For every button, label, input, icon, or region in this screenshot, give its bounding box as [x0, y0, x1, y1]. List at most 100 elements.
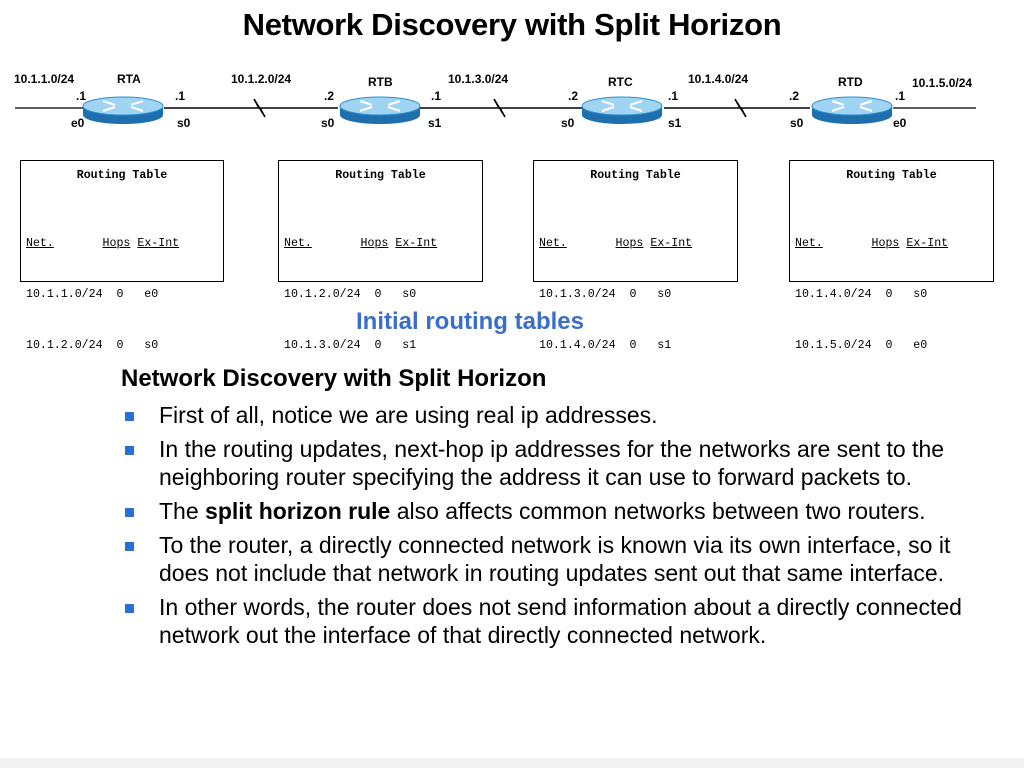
routing-table-rta: Routing Table Net. Hops Ex-Int 10.1.1.0/… [20, 160, 224, 352]
table-row: 10.1.3.0/24 0 s1 [284, 337, 482, 354]
bullet-bold-text: split horizon rule [205, 498, 391, 524]
cell-ex-int: s0 [144, 339, 159, 352]
cell-net: 10.1.3.0/24 [539, 288, 616, 301]
cell-ex-int: e0 [144, 288, 159, 301]
bullet-text-part: In the routing updates, next-hop ip addr… [159, 436, 945, 490]
network-topology-diagram: 10.1.1.0/24 10.1.2.0/24 10.1.3.0/24 10.1… [14, 72, 976, 130]
network-label-1: 10.1.1.0/24 [14, 72, 74, 86]
serial-link-icon [664, 98, 810, 118]
square-bullet-icon [125, 412, 134, 421]
cell-hops: 0 [885, 288, 893, 301]
bullet-text: To the router, a directly connected netw… [159, 532, 950, 586]
serial-link-icon [164, 98, 338, 118]
column-header-net: Net. [795, 237, 823, 250]
serial-link-icon [420, 98, 582, 118]
cell-hops: 0 [374, 339, 382, 352]
routing-table-header: Net. Hops Ex-Int [284, 235, 482, 252]
router-name-rtc: RTC [608, 75, 633, 89]
diagram-caption: Initial routing tables [355, 308, 584, 335]
cell-ex-int: s1 [657, 339, 672, 352]
routing-table-rtd: Routing Table Net. Hops Ex-Int 10.1.4.0/… [789, 160, 994, 352]
if-rta-left: e0 [71, 116, 85, 130]
addr-rtc-left: .2 [568, 89, 578, 103]
network-label-4: 10.1.4.0/24 [688, 72, 748, 86]
bullet-text-part: To the router, a directly connected netw… [159, 532, 951, 586]
column-header-hops: Hops [360, 237, 389, 250]
routing-table-rtc: Routing Table Net. Hops Ex-Int 10.1.3.0/… [533, 160, 738, 352]
cell-net: 10.1.1.0/24 [26, 288, 103, 301]
column-header-ex-int: Ex-Int [650, 237, 693, 250]
router-icon [339, 96, 421, 124]
cell-ex-int: s1 [402, 339, 417, 352]
routing-table-title: Routing Table [846, 169, 937, 182]
routing-table-header: Net. Hops Ex-Int [539, 235, 737, 252]
bullet-text: In the routing updates, next-hop ip addr… [159, 436, 944, 490]
column-header-ex-int: Ex-Int [137, 237, 180, 250]
cell-hops: 0 [374, 288, 382, 301]
column-header-ex-int: Ex-Int [395, 237, 438, 250]
cell-hops: 0 [885, 339, 893, 352]
square-bullet-icon [125, 604, 134, 613]
router-icon [82, 96, 164, 124]
table-row: 10.1.3.0/24 0 s0 [539, 286, 737, 303]
list-item: The split horizon rule also affects comm… [121, 497, 1001, 525]
column-header-ex-int: Ex-Int [906, 237, 949, 250]
cell-ex-int: s0 [913, 288, 928, 301]
addr-rtd-left: .2 [789, 89, 799, 103]
table-row: 10.1.4.0/24 0 s0 [795, 286, 993, 303]
cell-net: 10.1.3.0/24 [284, 339, 361, 352]
bullet-text-part: also affects common networks between two… [390, 498, 926, 524]
router-icon [581, 96, 663, 124]
bullet-text: The split horizon rule also affects comm… [159, 498, 926, 524]
addr-rtb-right: .1 [431, 89, 441, 103]
cell-net: 10.1.4.0/24 [795, 288, 872, 301]
if-rtc-right: s1 [668, 116, 682, 130]
cell-ex-int: e0 [913, 339, 928, 352]
bullet-text-part: First of all, notice we are using real i… [159, 402, 658, 428]
network-label-5: 10.1.5.0/24 [912, 76, 972, 90]
if-rtb-left: s0 [321, 116, 335, 130]
list-item: First of all, notice we are using real i… [121, 401, 1001, 429]
cell-net: 10.1.4.0/24 [539, 339, 616, 352]
slide-title: Network Discovery with Split Horizon [242, 7, 782, 42]
router-icon [811, 96, 893, 124]
table-row: 10.1.4.0/24 0 s1 [539, 337, 737, 354]
list-item: In other words, the router does not send… [121, 593, 1001, 649]
routing-table-title: Routing Table [335, 169, 426, 182]
cell-hops: 0 [629, 288, 637, 301]
square-bullet-icon [125, 542, 134, 551]
routing-table-header: Net. Hops Ex-Int [795, 235, 993, 252]
bullet-text-part: In other words, the router does not send… [159, 594, 962, 648]
addr-rtb-left: .2 [324, 89, 334, 103]
list-item: In the routing updates, next-hop ip addr… [121, 435, 1001, 491]
if-rtd-right: e0 [893, 116, 907, 130]
routing-table-title: Routing Table [76, 169, 168, 182]
footer-divider [0, 758, 1024, 768]
section-heading: Network Discovery with Split Horizon [121, 365, 547, 392]
cell-ex-int: s0 [402, 288, 417, 301]
routing-table-rtb: Routing Table Net. Hops Ex-Int 10.1.2.0/… [278, 160, 483, 352]
cell-net: 10.1.5.0/24 [795, 339, 872, 352]
router-name-rtd: RTD [838, 75, 863, 89]
cell-hops: 0 [116, 339, 124, 352]
routing-table-header: Net. Hops Ex-Int [26, 235, 223, 252]
addr-rta-right: .1 [175, 89, 185, 103]
column-header-net: Net. [26, 237, 54, 250]
square-bullet-icon [125, 446, 134, 455]
column-header-net: Net. [284, 237, 312, 250]
network-label-2: 10.1.2.0/24 [231, 72, 291, 86]
bullet-text-part: The [159, 498, 206, 524]
table-row: 10.1.1.0/24 0 e0 [26, 286, 223, 303]
list-item: To the router, a directly connected netw… [121, 531, 1001, 587]
column-header-net: Net. [539, 237, 567, 250]
addr-rta-left: .1 [76, 89, 86, 103]
if-rtb-right: s1 [428, 116, 442, 130]
square-bullet-icon [125, 508, 134, 517]
router-name-rtb: RTB [368, 75, 393, 89]
if-rtc-left: s0 [561, 116, 575, 130]
if-rta-right: s0 [177, 116, 191, 130]
table-row: 10.1.2.0/24 0 s0 [284, 286, 482, 303]
cell-ex-int: s0 [657, 288, 672, 301]
cell-hops: 0 [116, 288, 124, 301]
cell-net: 10.1.2.0/24 [26, 339, 103, 352]
